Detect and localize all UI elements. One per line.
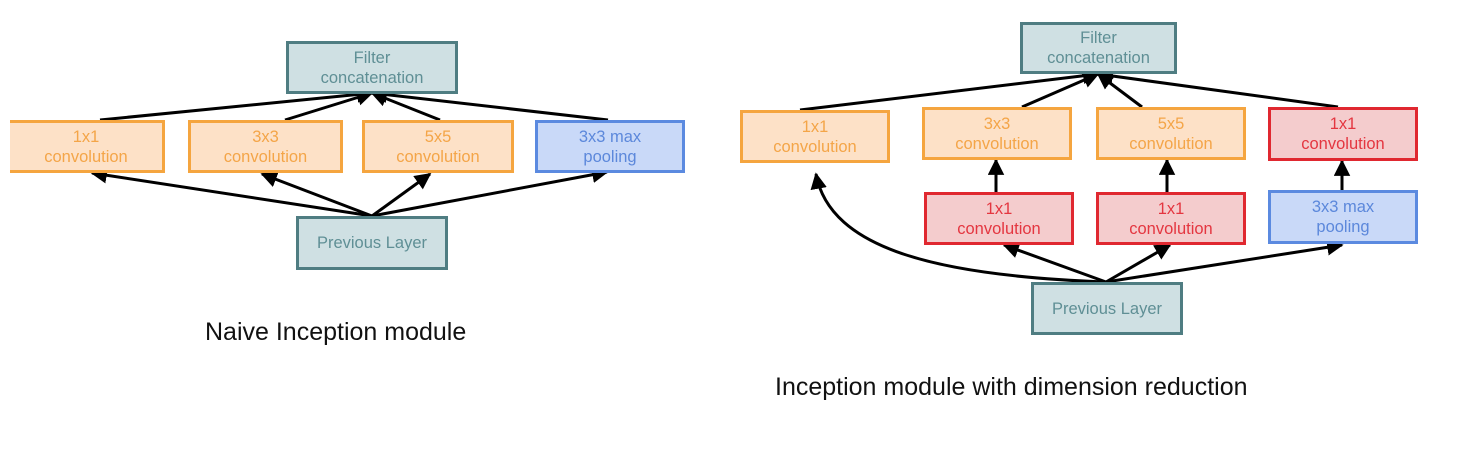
naive-conv-5x5: 5x5 convolution xyxy=(362,120,514,173)
edge-prev-to-1x1 xyxy=(90,167,373,218)
reduced-1x1-before-5x5-line1: 1x1 xyxy=(1157,199,1185,218)
edge-3x3-to-filter xyxy=(284,89,374,122)
reduced-conv-1x1-line2: convolution xyxy=(773,137,857,156)
edge-prev-to-1x1-curve xyxy=(810,172,1107,284)
naive-previous-layer: Previous Layer xyxy=(296,216,448,270)
edge-prev-to-pool-r xyxy=(1105,239,1344,284)
reduced-conv-1x1-line1: 1x1 xyxy=(801,117,829,136)
naive-max-pooling: 3x3 max pooling xyxy=(535,120,685,173)
reduced-conv-1x1-after-pool-line2: convolution xyxy=(1301,135,1385,153)
naive-conv-5x5-line2: convolution xyxy=(396,147,480,166)
reduced-conv-1x1: 1x1 convolution xyxy=(740,110,890,163)
edge-1x1-to-filter xyxy=(99,86,374,122)
reduced-conv-1x1-after-pool-line1: 1x1 xyxy=(1329,115,1357,133)
edge-prev-to-5x5 xyxy=(371,172,432,218)
reduced-previous-layer-label: Previous Layer xyxy=(1051,299,1163,318)
naive-conv-1x1-line1: 1x1 xyxy=(72,127,100,146)
reduced-1x1-before-3x3-line2: convolution xyxy=(957,219,1041,238)
edge-prev-to-reduce5 xyxy=(1105,243,1172,284)
naive-previous-layer-label: Previous Layer xyxy=(316,234,428,252)
naive-conv-1x1: 1x1 convolution xyxy=(10,120,165,173)
reduced-1x1-before-5x5-line2: convolution xyxy=(1129,219,1213,238)
reduced-conv-3x3: 3x3 convolution xyxy=(922,107,1072,160)
naive-conv-1x1-line2: convolution xyxy=(44,147,128,166)
edge-prev-to-3x3 xyxy=(260,171,373,218)
reduced-max-pooling: 3x3 max pooling xyxy=(1268,190,1418,244)
naive-caption: Naive Inception module xyxy=(205,318,467,346)
edge-3x3-to-filter-r xyxy=(1021,72,1100,109)
reduced-conv-3x3-line2: convolution xyxy=(955,134,1039,153)
edge-1x1-to-filter-r xyxy=(799,67,1100,112)
edge-prev-to-pool xyxy=(371,166,609,218)
reduced-conv-5x5-line2: convolution xyxy=(1129,134,1213,153)
naive-conv-5x5-line1: 5x5 xyxy=(424,127,452,146)
edge-red-to-filter-r xyxy=(1096,67,1339,109)
naive-filter-line2: concatenation xyxy=(320,68,424,87)
reduced-filter-line1: Filter xyxy=(1080,29,1117,47)
reduced-conv-5x5: 5x5 convolution xyxy=(1096,107,1246,160)
reduced-conv-5x5-line1: 5x5 xyxy=(1157,114,1185,133)
reduced-conv-1x1-after-pool: 1x1 convolution xyxy=(1268,107,1418,161)
edge-pool-to-filter xyxy=(370,86,609,122)
reduced-filter-line2: concatenation xyxy=(1047,49,1150,67)
reduced-max-pooling-line1: 3x3 max xyxy=(1311,198,1375,216)
reduced-conv-3x3-line1: 3x3 xyxy=(983,114,1011,133)
reduced-filter-concatenation: Filter concatenation xyxy=(1020,22,1177,74)
reduced-1x1-before-5x5: 1x1 convolution xyxy=(1096,192,1246,245)
naive-conv-3x3: 3x3 convolution xyxy=(188,120,343,173)
naive-conv-3x3-line1: 3x3 xyxy=(252,127,279,146)
naive-max-pooling-line1: 3x3 max xyxy=(578,127,642,146)
reduced-1x1-before-3x3: 1x1 convolution xyxy=(924,192,1074,245)
reduced-max-pooling-line2: pooling xyxy=(1316,218,1370,236)
naive-max-pooling-line2: pooling xyxy=(583,147,637,166)
reduced-caption: Inception module with dimension reductio… xyxy=(775,373,1248,401)
reduced-1x1-before-3x3-line1: 1x1 xyxy=(985,199,1013,218)
naive-conv-3x3-line2: convolution xyxy=(223,147,308,166)
naive-filter-concatenation: Filter concatenation xyxy=(286,41,458,94)
edge-prev-to-reduce3 xyxy=(1002,242,1107,284)
naive-filter-line1: Filter xyxy=(353,48,391,67)
reduced-previous-layer: Previous Layer xyxy=(1031,282,1183,335)
